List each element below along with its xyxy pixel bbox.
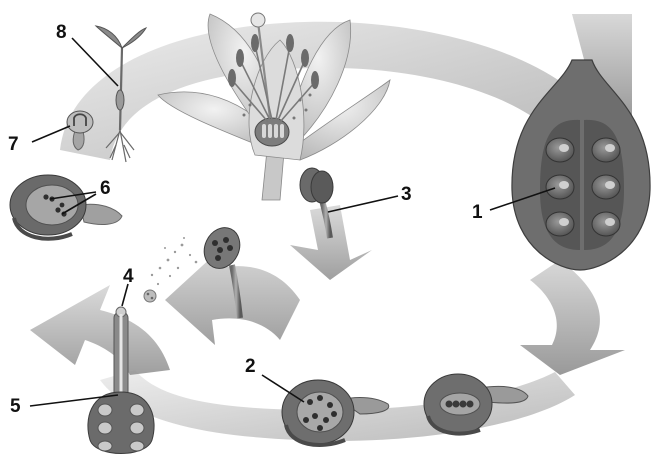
label-6: 6 [100, 178, 111, 199]
leader-3 [328, 196, 398, 212]
arrow-flower-down [290, 205, 372, 280]
flower-stigma [251, 13, 265, 27]
label-3: 3 [401, 184, 412, 205]
label-7: 7 [8, 134, 19, 155]
anther-lobe-right [311, 171, 333, 203]
label-1: 1 [472, 202, 483, 223]
seedling-leaf-right [122, 28, 146, 48]
seedling-leaf-left [96, 26, 122, 48]
leader-8 [72, 38, 118, 86]
pistil-ovary [88, 392, 154, 454]
leader-4 [122, 284, 128, 306]
seed-endosperm [26, 185, 78, 225]
label-4: 4 [123, 266, 134, 287]
label-8: 8 [56, 22, 67, 43]
label-5: 5 [10, 396, 21, 417]
arrow-right-lower [520, 260, 625, 375]
label-2: 2 [245, 356, 256, 377]
seedling-cotyledon [116, 90, 124, 110]
pollen-grain-large [144, 290, 156, 302]
